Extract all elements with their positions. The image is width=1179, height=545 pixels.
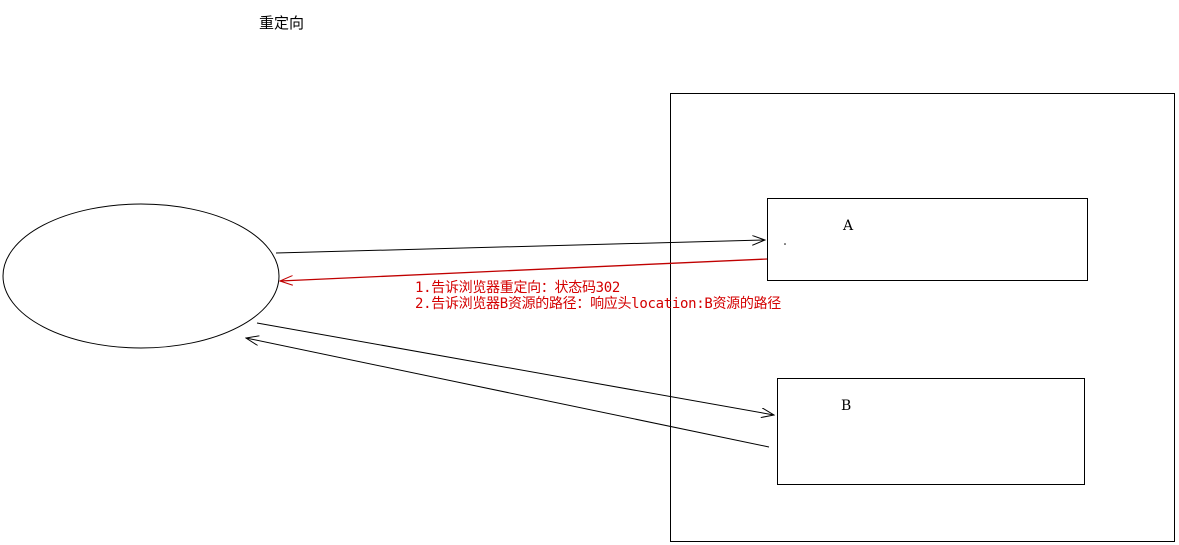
browser-ellipse (2, 203, 280, 349)
resource-a-label: A (843, 218, 854, 234)
response-b-arrow (246, 338, 770, 448)
request-a-arrow (275, 240, 765, 254)
redirect-note-line2: 2.告诉浏览器B资源的路径：响应头location:B资源的路径 (415, 296, 781, 312)
diagram-title: 重定向 (259, 14, 305, 32)
box-a-dot (784, 243, 786, 245)
resource-b-label: B (841, 398, 852, 414)
server-box (670, 93, 1175, 542)
resource-a-box (767, 198, 1088, 281)
resource-b-box (777, 378, 1085, 485)
request-b-arrow (256, 322, 774, 415)
redirect-response-arrow (280, 258, 768, 281)
redirect-note-line1: 1.告诉浏览器重定向：状态码302 (415, 280, 621, 296)
